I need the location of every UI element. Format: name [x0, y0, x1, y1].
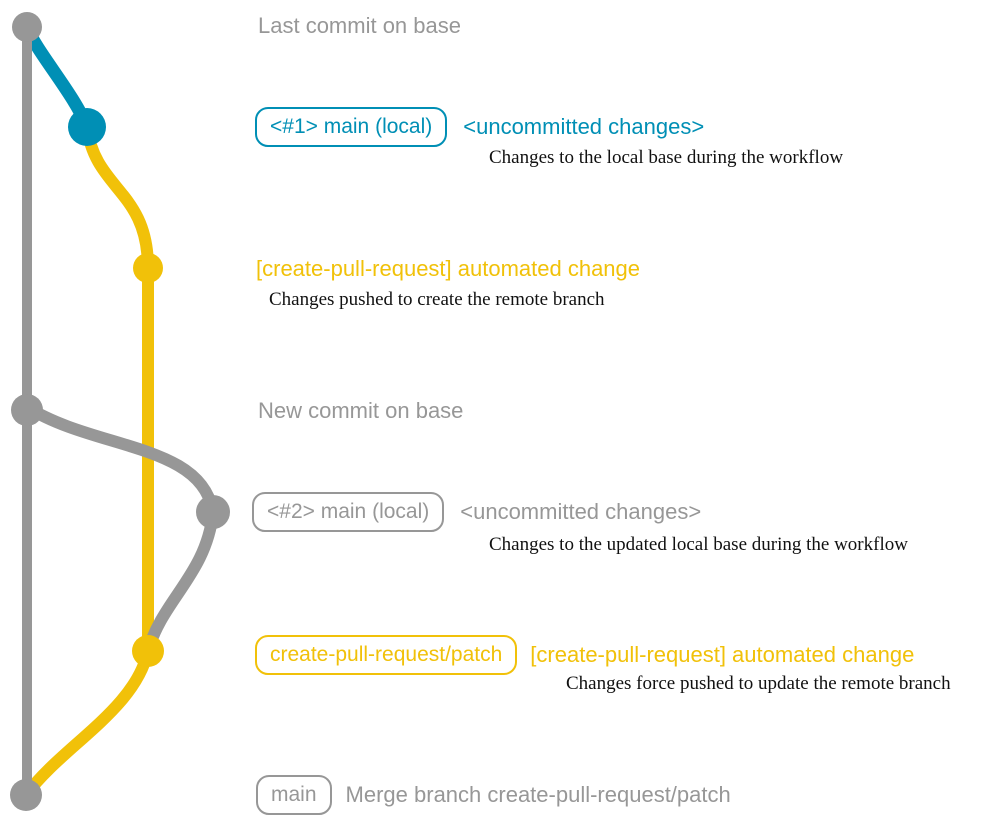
branch-line-yellow-patch [81, 121, 154, 657]
commit-row-uncommitted-1: <#1> main (local) <uncommitted changes> [255, 107, 704, 147]
commit-message: <uncommitted changes> [460, 499, 702, 524]
commit-dot-merge [10, 779, 42, 811]
commit-dot-uncommitted-1 [68, 108, 106, 146]
commit-row-merge: main Merge branch create-pull-request/pa… [256, 775, 731, 815]
commit-message: [create-pull-request] automated change [256, 256, 641, 281]
merge-curve-yellow-to-main [20, 645, 154, 801]
branch-badge-patch: create-pull-request/patch [255, 635, 518, 675]
commit-message: [create-pull-request] automated change [530, 642, 915, 667]
commit-message: Last commit on base [258, 13, 461, 38]
annotation-push-create-branch: Changes pushed to create the remote bran… [269, 289, 605, 310]
commit-dot-uncommitted-2 [196, 495, 230, 529]
commit-row-new-base: New commit on base [258, 398, 463, 424]
commit-message: Merge branch create-pull-request/patch [345, 782, 731, 807]
annotation-updated-local-base-changes: Changes to the updated local base during… [489, 534, 908, 555]
branch-curve-gray-updated-local [21, 401, 219, 519]
annotation-local-base-changes: Changes to the local base during the wor… [489, 147, 844, 168]
commit-row-uncommitted-2: <#2> main (local) <uncommitted changes> [252, 492, 701, 532]
branch-badge-main-local-2: <#2> main (local) [252, 492, 445, 532]
commit-message: New commit on base [258, 398, 464, 423]
rebase-curve-gray-to-patch [142, 507, 219, 657]
commit-row-last-base: Last commit on base [258, 13, 461, 39]
commit-dot-last-base [12, 12, 42, 42]
branch-badge-main-local-1: <#1> main (local) [255, 107, 448, 147]
commit-dot-patch-1 [133, 253, 163, 283]
commit-row-patch-2: create-pull-request/patch [create-pull-r… [255, 635, 914, 675]
commit-message: <uncommitted changes> [463, 114, 705, 139]
commit-dot-patch-2 [132, 635, 164, 667]
annotation-force-push-update-branch: Changes force pushed to update the remot… [566, 673, 951, 694]
branch-badge-main: main [256, 775, 332, 815]
commit-row-patch-1: [create-pull-request] automated change [256, 256, 640, 282]
commit-dot-new-base [11, 394, 43, 426]
